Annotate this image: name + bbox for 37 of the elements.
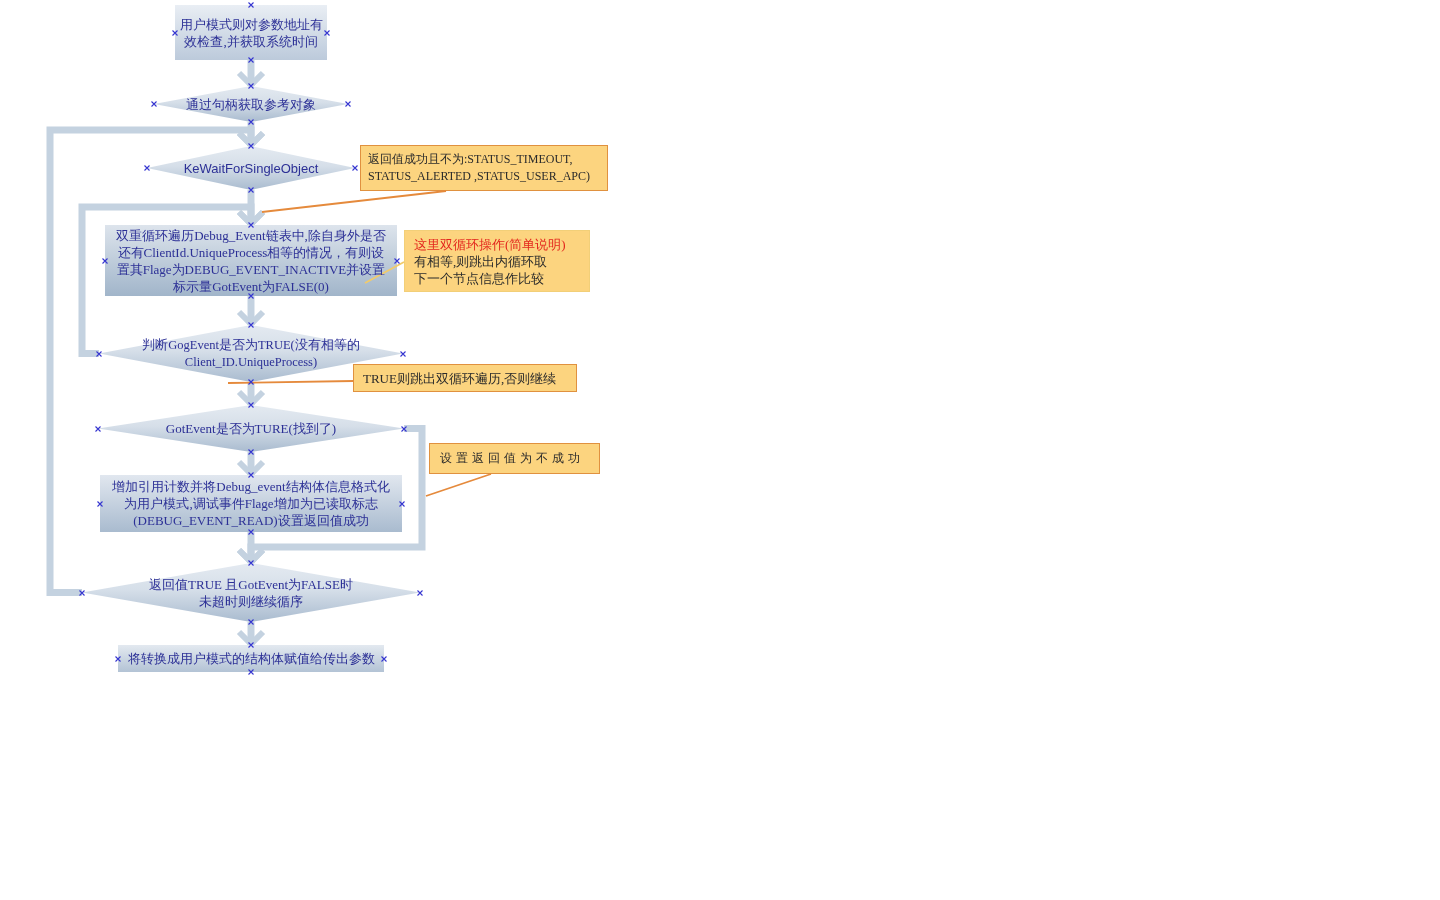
callout-text: 有相等,则跳出内循环取下一个节点信息作比较 <box>414 252 549 287</box>
process-box <box>175 5 327 60</box>
arrow <box>236 622 266 647</box>
callout-box <box>404 230 590 292</box>
arrow <box>236 382 266 407</box>
process-text: 增加引用计数并将Debug_event结构体信息格式化为用户模式,调试事件Flage增加为已读取标志(DEBUG_EVENT_READ)设置返回值成功 <box>111 478 391 529</box>
callout-text: 返回值成功且不为:STATUS_TIMEOUT, STATUS_ALERTED ,STATUS_USER_APC) <box>368 151 592 185</box>
decision-diamond <box>147 146 355 190</box>
callout-text: TRUE则跳出双循环遍历,否则继续 <box>363 369 557 387</box>
process-box <box>118 645 384 672</box>
decision-text: KeWaitForSingleObject <box>183 159 319 177</box>
leader-line <box>425 473 492 497</box>
arrow <box>236 452 266 477</box>
decision-text: GotEvent是否为TURE(找到了) <box>165 420 337 437</box>
callout-box <box>353 364 577 392</box>
leader-line <box>261 190 447 213</box>
process-box <box>100 475 402 532</box>
leader-line <box>364 261 405 284</box>
callout-heading: 这里双循环操作(简单说明) <box>414 235 566 253</box>
decision-diamond <box>98 405 404 452</box>
arrow <box>78 203 266 357</box>
decision-text: 判断GogEvent是否为TRUE(没有相等的Client_ID.UniqueProcess) <box>141 336 361 371</box>
callout-text: 设置返回值为不成功 <box>440 450 584 467</box>
process-text: 将转换成用户模式的结构体赋值给传出参数 <box>127 650 375 667</box>
process-text: 双重循环遍历Debug_Event链表中,除自身外是否还有ClientId.UniqueProcess相等的情况，有则设置其Flage为DEBUG_EVENT_INACTIVE并设置标示量GotEvent为FALSE(0) <box>115 226 387 295</box>
decision-diamond <box>82 563 420 622</box>
decision-text: 通过句柄获取参考对象 <box>186 95 316 113</box>
callout-box <box>360 145 608 191</box>
decision-text: 返回值TRUE 且GotEvent为FALSE时未超时则继续循序 <box>148 575 354 610</box>
arrow <box>236 296 266 327</box>
leader-line <box>227 380 354 384</box>
arrow <box>46 126 266 596</box>
callout-box <box>429 443 600 474</box>
decision-diamond <box>154 86 348 122</box>
process-text: 用户模式则对参数地址有效检查,并获取系统时间 <box>178 15 324 50</box>
arrow <box>236 60 266 88</box>
arrow <box>236 532 266 565</box>
